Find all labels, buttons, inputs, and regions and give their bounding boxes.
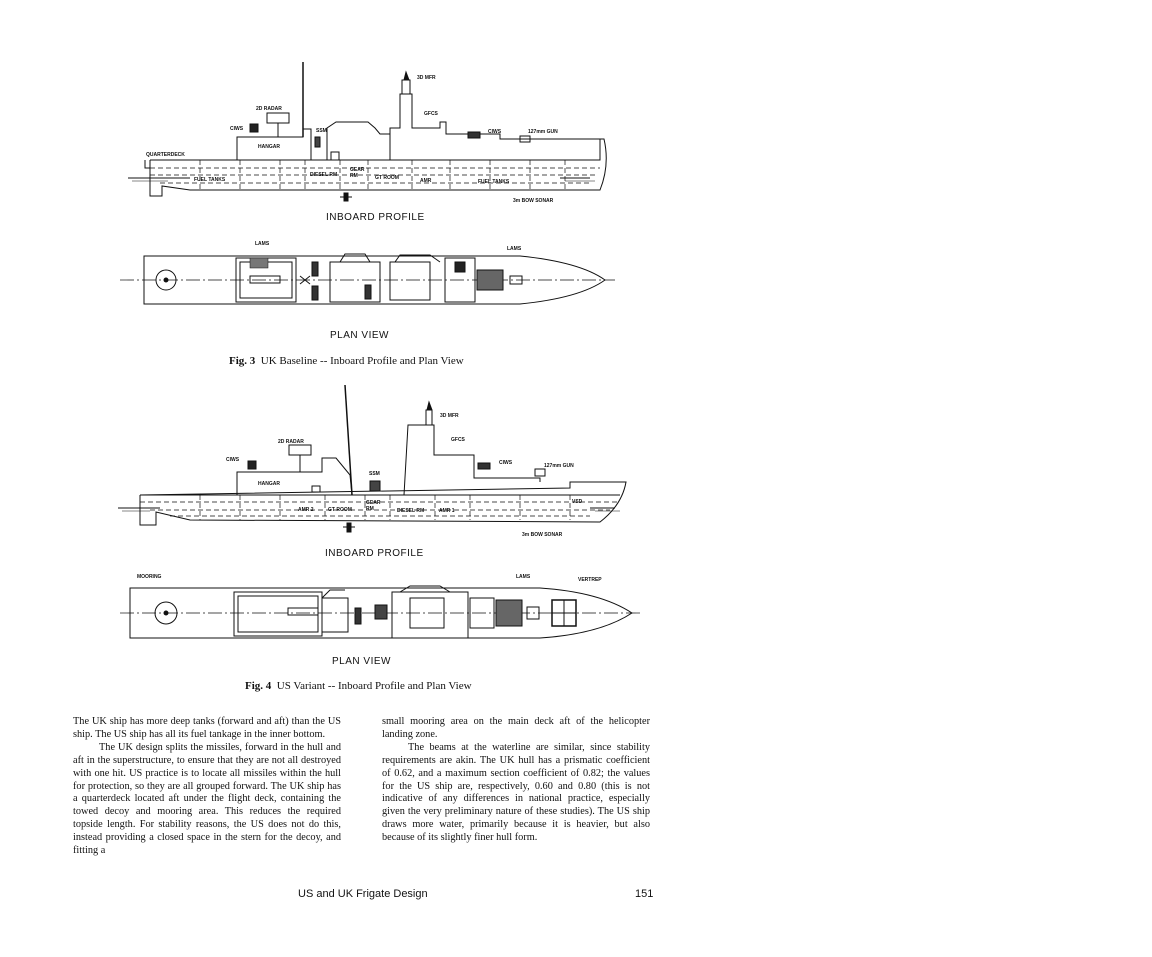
page-number: 151 [635, 888, 654, 900]
running-footer-title: US and UK Frigate Design [298, 888, 428, 900]
label-gun-us: 127mm GUN [544, 463, 574, 469]
label-bow-sonar: 3m BOW SONAR [513, 198, 554, 204]
label-3d-mfr: 3D MFR [417, 75, 436, 81]
label-diesel-us: DIESEL RM [397, 508, 425, 514]
body-right-column: small mooring area on the main deck aft … [382, 716, 650, 845]
label-lams-fwd: LAMS [507, 246, 522, 252]
label-quarterdeck: QUARTERDECK [146, 152, 185, 158]
label-vertrep: VERTREP [578, 577, 602, 583]
label-gt: GT ROOM [375, 175, 399, 181]
label-lams-us: LAMS [516, 574, 531, 580]
fig4-caption-text: US Variant -- Inboard Profile and Plan V… [276, 680, 472, 692]
fig3-plan-title: PLAN VIEW [330, 330, 389, 341]
body-left-paragraph-1: The UK ship has more deep tanks (forward… [73, 716, 341, 740]
label-mooring: MOORING [137, 574, 162, 580]
label-amr2-us: AMR 2 [298, 507, 314, 513]
label-gt-us: GT ROOM [328, 507, 352, 513]
label-lams-aft: LAMS [255, 241, 270, 247]
label-gear-us: GEAR RM [366, 500, 381, 512]
label-ciws-fwd: CIWS [488, 129, 502, 135]
body-right-paragraph-1: small mooring area on the main deck aft … [382, 716, 650, 740]
fig3-caption-number: Fig. 3 [229, 355, 256, 367]
label-3d-mfr-us: 3D MFR [440, 413, 459, 419]
label-2d-radar: 2D RADAR [256, 106, 282, 112]
label-2d-radar-us: 2D RADAR [278, 439, 304, 445]
fig3-caption-text: UK Baseline -- Inboard Profile and Plan … [260, 355, 464, 367]
label-vsd-us: VSD [572, 499, 583, 505]
label-gfcs-us: GFCS [451, 437, 465, 443]
fig4-caption-number: Fig. 4 [245, 680, 272, 692]
fig4-caption: Fig. 4 US Variant -- Inboard Profile and… [245, 680, 472, 692]
label-gun: 127mm GUN [528, 129, 558, 135]
fig3-caption: Fig. 3 UK Baseline -- Inboard Profile an… [229, 355, 464, 367]
label-diesel: DIESEL RM [310, 172, 338, 178]
fig4-plan-title: PLAN VIEW [332, 656, 391, 667]
body-right-paragraph-2: The beams at the waterline are similar, … [382, 741, 650, 844]
fig3-profile-title: INBOARD PROFILE [326, 212, 425, 223]
label-fuel-aft: FUEL TANKS [194, 177, 226, 183]
label-ciws-aft-us: CIWS [226, 457, 240, 463]
label-amr1-us: AMR 1 [439, 508, 455, 514]
label-bow-sonar-us: 3m BOW SONAR [522, 532, 563, 538]
label-ssm-us: SSM [369, 471, 380, 477]
label-amr: AMR [420, 178, 432, 184]
body-left-paragraph-2: The UK design splits the missiles, forwa… [73, 741, 341, 857]
label-gear: GEAR RM [350, 167, 365, 179]
label-ciws-fwd-us: CIWS [499, 460, 513, 466]
label-ssm: SSM [316, 128, 327, 134]
label-hangar: HANGAR [258, 144, 280, 150]
label-ciws-aft: CIWS [230, 126, 244, 132]
label-fuel-fwd: FUEL TANKS [478, 179, 510, 185]
label-gfcs: GFCS [424, 111, 438, 117]
label-hangar-us: HANGAR [258, 481, 280, 487]
body-left-column: The UK ship has more deep tanks (forward… [73, 716, 341, 858]
fig4-profile-title: INBOARD PROFILE [325, 548, 424, 559]
